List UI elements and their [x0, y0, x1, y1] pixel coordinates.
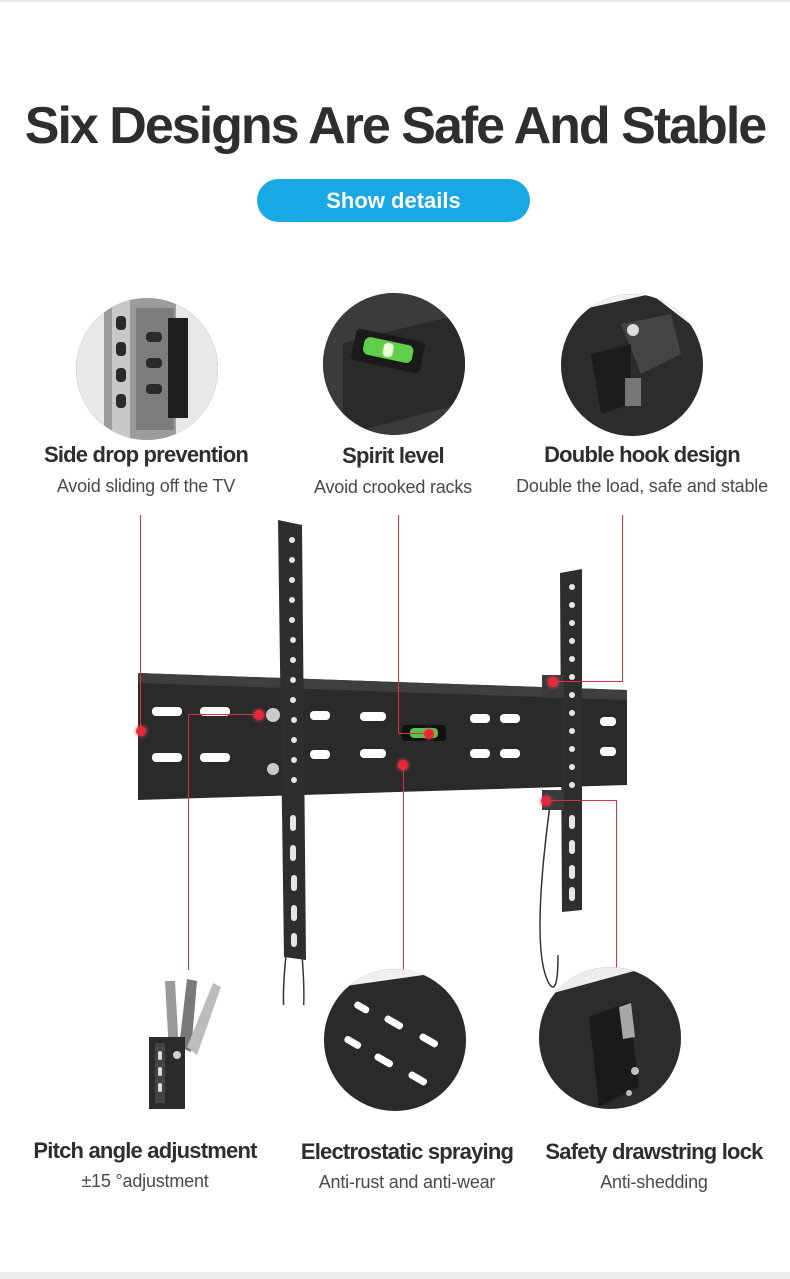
bottom-divider [0, 1272, 790, 1279]
drawstring-photo [539, 967, 681, 1109]
feature-subtitle-spraying: Anti-rust and anti-wear [318, 1172, 496, 1192]
pitch-angle-photo [135, 977, 225, 1112]
feature-title-drawstring: Safety drawstring lock [545, 1139, 763, 1164]
callout-line-pitch-angle [188, 714, 189, 970]
feature-subtitle-pitch-angle: ±15 °adjustment [81, 1171, 209, 1191]
callout-line-pitch-angle-h [188, 714, 260, 715]
spraying-photo [324, 969, 466, 1111]
callout-line-drawstring-h [546, 800, 616, 801]
callout-line-double-hook-h [553, 681, 623, 682]
callout-dot-pitch-angle [254, 710, 264, 720]
callout-line-spraying [403, 764, 404, 970]
callout-line-drawstring [616, 800, 617, 970]
feature-title-side-drop: Side drop prevention [43, 442, 249, 467]
callout-line-double-hook [622, 515, 623, 682]
callout-line-spirit-level-h [398, 733, 428, 734]
callout-dot-double-hook [548, 677, 558, 687]
feature-subtitle-drawstring: Anti-shedding [600, 1172, 708, 1192]
callout-line-spirit-level [398, 515, 399, 733]
side-drop-photo [76, 298, 218, 440]
double-hook-photo [561, 294, 703, 436]
show-details-button[interactable]: Show details [257, 179, 530, 222]
tv-mount-product-image [130, 515, 650, 1034]
feature-title-pitch-angle: Pitch angle adjustment [33, 1138, 257, 1163]
callout-dot-drawstring [541, 796, 551, 806]
spirit-level-photo [323, 293, 465, 435]
feature-title-double-hook: Double hook design [544, 442, 741, 467]
callout-line-side-drop [140, 515, 141, 730]
feature-title-spirit-level: Spirit level [342, 443, 444, 468]
callout-dot-spirit-level [424, 729, 434, 739]
top-divider [0, 0, 790, 2]
feature-subtitle-side-drop: Avoid sliding off the TV [56, 476, 236, 496]
feature-subtitle-spirit-level: Avoid crooked racks [314, 477, 472, 497]
feature-title-spraying: Electrostatic spraying [300, 1139, 514, 1164]
feature-subtitle-double-hook: Double the load, safe and stable [516, 476, 768, 496]
callout-dot-side-drop [136, 726, 146, 736]
page-title: Six Designs Are Safe And Stable [24, 97, 767, 155]
callout-dot-spraying [398, 760, 408, 770]
